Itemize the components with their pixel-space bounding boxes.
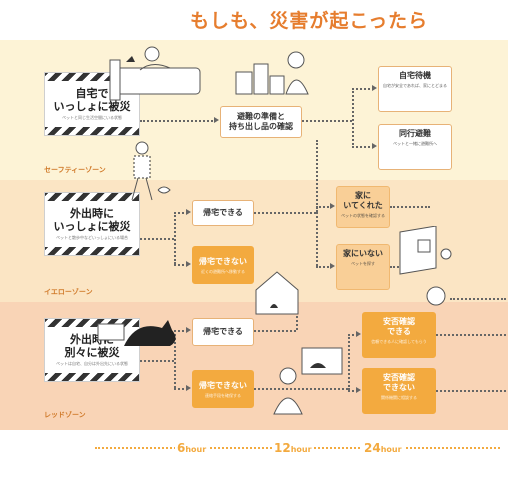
page-title: もしも、災害が起こったら xyxy=(190,10,429,32)
connector xyxy=(348,334,358,336)
connector xyxy=(390,206,430,208)
safety-ok-desc: 信頼できる人に確認してもらう xyxy=(371,339,427,344)
at-home-box: 家に いてくれた ペットの状態を確認する xyxy=(336,186,390,228)
arrow-icon xyxy=(330,263,335,269)
zone-label-safety: セーフティーゾーン xyxy=(44,166,106,174)
arrow-icon xyxy=(214,117,219,123)
connector xyxy=(436,334,506,336)
safety-ng-box: 安否確認 できない 関係機関に相談する xyxy=(362,368,436,414)
connector xyxy=(316,140,318,212)
arrow-icon xyxy=(186,261,191,267)
cannot-return-box-1: 帰宅できない 近くの避難所へ移動する xyxy=(192,246,254,284)
prep-box: 避難の準備と 持ち出し品の確認 xyxy=(220,106,302,138)
not-home-label: 家にいない xyxy=(343,249,383,258)
scenario-out-separate-desc: ペットは自宅、自分は外出先にいる状態 xyxy=(56,361,128,366)
cannot-return-box-2: 帰宅できない 連絡手段を確保する xyxy=(192,370,254,408)
connector xyxy=(436,390,506,392)
cannot-return-desc-1: 近くの避難所へ移動する xyxy=(201,269,245,274)
worried-person-illustration xyxy=(273,347,343,415)
walking-person-illustration xyxy=(131,141,171,201)
supplies-illustration xyxy=(235,51,309,95)
connector xyxy=(348,334,350,390)
connector xyxy=(174,388,188,390)
home-wait-desc: 自宅が安全であれば、家にとどまる xyxy=(383,83,447,88)
connector xyxy=(174,212,188,214)
arrow-icon xyxy=(186,327,191,333)
together-evac-box: 同行避難 ペットと一緒に避難所へ xyxy=(378,124,452,170)
bed-illustration xyxy=(109,46,201,101)
zone-label-red: レッドゾーン xyxy=(44,411,86,419)
arrow-icon xyxy=(356,387,361,393)
connector xyxy=(450,298,506,300)
safety-ok-box: 安否確認 できる 信頼できる人に確認してもらう xyxy=(362,312,436,358)
arrow-icon xyxy=(330,203,335,209)
arrow-icon xyxy=(372,143,377,149)
scenario-out-together: 外出時に いっしょに被災 ペットと散歩中などいっしょにいる場合 xyxy=(44,192,140,256)
connector xyxy=(348,390,358,392)
connector xyxy=(316,212,318,266)
cannot-return-desc-2: 連絡手段を確保する xyxy=(205,393,241,398)
safety-ng-desc: 関係機関に相談する xyxy=(381,395,417,400)
connector xyxy=(174,264,188,266)
arrow-icon xyxy=(186,209,191,215)
can-return-label-2: 帰宅できる xyxy=(203,327,243,336)
connector xyxy=(302,120,352,122)
home-wait-box: 自宅待機 自宅が安全であれば、家にとどまる xyxy=(378,66,452,112)
connector xyxy=(296,300,298,330)
connector xyxy=(254,330,296,332)
scenario-out-together-title: 外出時に いっしょに被災 xyxy=(53,207,131,233)
can-return-box-2: 帰宅できる xyxy=(192,318,254,346)
safety-ok-label: 安否確認 できる xyxy=(383,317,415,336)
connector xyxy=(316,266,332,268)
connector xyxy=(174,330,188,332)
connector xyxy=(254,212,316,214)
connector xyxy=(174,330,176,388)
arrow-icon xyxy=(356,331,361,337)
connector xyxy=(316,206,332,208)
cat-illustration xyxy=(97,320,176,346)
house-illustration xyxy=(255,271,299,315)
person-face-illustration xyxy=(426,286,446,306)
timeline-tick-12: 12hour xyxy=(272,441,314,455)
timeline: 6hour 12hour 24hour xyxy=(0,430,508,470)
connector xyxy=(140,238,174,240)
safety-ng-label: 安否確認 できない xyxy=(383,373,415,392)
at-home-desc: ペットの状態を確認する xyxy=(341,213,385,218)
arrow-icon xyxy=(186,385,191,391)
timeline-tick-6: 6hour xyxy=(175,441,209,455)
scenario-home-title: 自宅で いっしょに被災 xyxy=(53,87,131,113)
room-illustration xyxy=(399,226,452,275)
scenario-home-desc: ペットと同じ生活空間にいる状態 xyxy=(62,115,122,120)
at-home-label: 家に いてくれた xyxy=(343,191,383,210)
can-return-label-1: 帰宅できる xyxy=(203,208,243,217)
can-return-box-1: 帰宅できる xyxy=(192,200,254,226)
not-home-desc: ペットを探す xyxy=(351,261,375,266)
connector xyxy=(352,88,374,90)
connector xyxy=(140,120,216,122)
timeline-tick-24: 24hour xyxy=(362,441,404,455)
not-home-box: 家にいない ペットを探す xyxy=(336,244,390,290)
scenario-out-together-desc: ペットと散歩中などいっしょにいる場合 xyxy=(56,235,128,240)
cannot-return-label-2: 帰宅できない xyxy=(199,381,247,390)
zone-label-yellow: イエローゾーン xyxy=(44,288,93,296)
connector xyxy=(352,88,354,148)
together-evac-label: 同行避難 xyxy=(399,129,431,138)
connector xyxy=(140,360,174,362)
home-wait-label: 自宅待機 xyxy=(399,71,431,80)
connector xyxy=(352,146,374,148)
prep-label: 避難の準備と 持ち出し品の確認 xyxy=(229,112,293,131)
cannot-return-label-1: 帰宅できない xyxy=(199,257,247,266)
together-evac-desc: ペットと一緒に避難所へ xyxy=(393,141,437,146)
connector xyxy=(174,212,176,264)
arrow-icon xyxy=(372,85,377,91)
connector xyxy=(254,388,348,390)
